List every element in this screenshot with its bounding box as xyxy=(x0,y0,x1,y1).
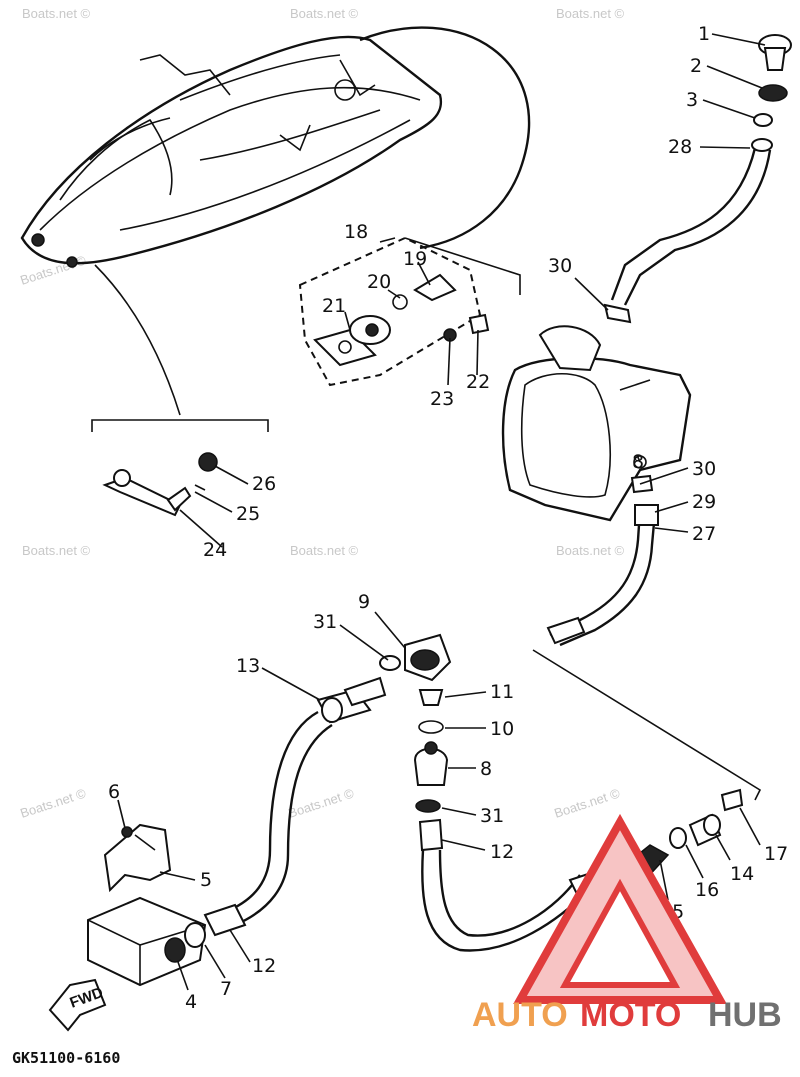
brand-auto: AUTO xyxy=(472,996,568,1034)
watermark-text: Boats.net © xyxy=(22,543,91,558)
callout-label: 12 xyxy=(252,955,276,977)
leader-line xyxy=(532,649,762,801)
callout-label: 23 xyxy=(430,388,454,410)
callout-label: 12 xyxy=(490,841,514,863)
mounting-bracket xyxy=(103,823,172,893)
callout-label: 31 xyxy=(480,805,504,827)
callout-label: 5 xyxy=(200,869,212,891)
elbow-fitting xyxy=(316,633,452,724)
watermark-text: Boats.net © xyxy=(286,785,356,820)
automotohub-logo: AUTO MOTO HUB xyxy=(472,813,782,1034)
callout-label: 14 xyxy=(730,863,754,885)
fitting-stack xyxy=(753,34,792,127)
callout-label: 31 xyxy=(313,611,337,633)
callout-label: 22 xyxy=(466,371,490,393)
callout-label: 24 xyxy=(203,539,227,561)
callout-label: 29 xyxy=(692,491,716,513)
callout-label: 10 xyxy=(490,718,514,740)
callout-label: 30 xyxy=(548,255,572,277)
callout-label: 26 xyxy=(252,473,276,495)
callout-label: 20 xyxy=(367,271,391,293)
callout-label: 4 xyxy=(185,991,197,1013)
forward-arrow-icon: FWD xyxy=(48,978,107,1032)
callout-label: 3 xyxy=(686,89,698,111)
hose-28 xyxy=(603,138,773,324)
battery-box xyxy=(87,896,207,987)
callout-label: 9 xyxy=(358,591,370,613)
watermark-text: Boats.net © xyxy=(290,543,359,558)
watermark-text: Boats.net © xyxy=(18,785,88,820)
watermark-text: Boats.net © xyxy=(290,6,359,21)
hose-12-left xyxy=(203,710,333,937)
callout-label: 18 xyxy=(344,221,368,243)
callout-label: 1 xyxy=(698,23,710,45)
callout-label: 28 xyxy=(668,136,692,158)
callout-leaders xyxy=(117,33,766,991)
callout-label: 8 xyxy=(480,758,492,780)
callout-label: 6 xyxy=(108,781,120,803)
callout-label: 13 xyxy=(236,655,260,677)
watercraft-illustration xyxy=(20,26,531,416)
hose-27 xyxy=(546,474,659,647)
bolt-assembly xyxy=(102,452,218,517)
callout-label: 7 xyxy=(220,978,232,1000)
watermark-text: Boats.net © xyxy=(556,543,625,558)
callout-label: 8 xyxy=(632,451,644,473)
callout-label: 25 xyxy=(236,503,260,525)
group-bracket xyxy=(91,419,269,432)
diagram-code: GK51100-6160 xyxy=(12,1049,120,1067)
brand-hub: HUB xyxy=(708,996,782,1034)
callout-label: 30 xyxy=(692,458,716,480)
callout-label: 21 xyxy=(322,295,346,317)
callout-label: 11 xyxy=(490,681,514,703)
valve-stack xyxy=(413,689,449,813)
callout-label: 19 xyxy=(403,248,427,270)
watermark-text: Boats.net © xyxy=(556,6,625,21)
watermark-text: Boats.net © xyxy=(552,785,622,820)
callout-label: 2 xyxy=(690,55,702,77)
callout-label: 17 xyxy=(764,843,788,865)
callout-label: 27 xyxy=(692,523,716,545)
callout-labels: 1 2 3 28 18 19 20 21 23 22 30 8 30 29 27… xyxy=(108,23,788,1013)
pump-housing xyxy=(501,325,692,522)
brand-moto: MOTO xyxy=(580,996,681,1034)
watermark-text: Boats.net © xyxy=(18,252,88,287)
callout-label: 16 xyxy=(695,879,719,901)
watermark-text: Boats.net © xyxy=(22,6,91,21)
